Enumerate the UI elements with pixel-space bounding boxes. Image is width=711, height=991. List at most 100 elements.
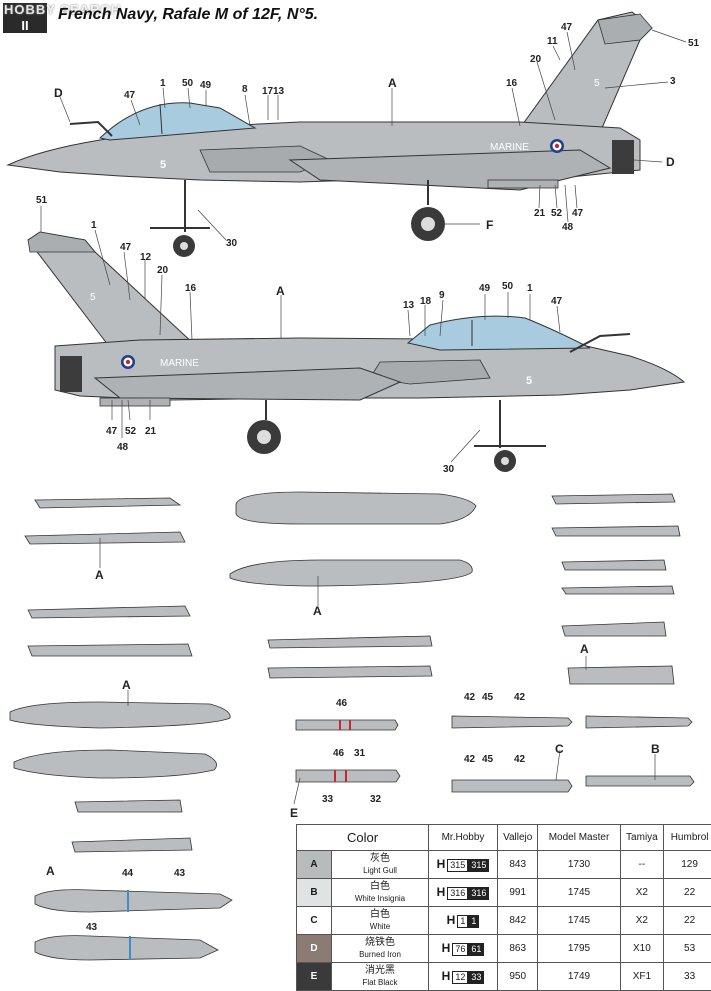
part-label: 33: [322, 794, 333, 805]
callout-label: D: [54, 86, 63, 100]
vallejo-code: 991: [498, 879, 538, 907]
callout-label: 8: [242, 84, 248, 95]
model-master-code: 1730: [538, 851, 620, 879]
part-label: A: [580, 642, 589, 656]
part-label: 45: [482, 692, 493, 703]
cruise-missile: [35, 890, 232, 912]
callout-label: 30: [226, 238, 237, 249]
callout-label: 16: [506, 78, 517, 89]
part-label: 43: [174, 868, 185, 879]
callout-label: 16: [185, 283, 196, 294]
vallejo-code: 863: [498, 935, 538, 963]
aircraft-top: MARINE 5 5: [8, 12, 652, 257]
callout-label: D: [666, 155, 675, 169]
part-label: B: [651, 742, 660, 756]
svg-text:5: 5: [90, 292, 96, 303]
callout-label: 21: [534, 208, 545, 219]
part-label: 32: [370, 794, 381, 805]
svg-text:5: 5: [160, 159, 166, 171]
column-header: Vallejo: [498, 825, 538, 851]
paint-color-table: Color Mr.Hobby Vallejo Model Master Tami…: [296, 824, 711, 991]
pylon-part: [28, 644, 192, 656]
pylon-part: [268, 666, 432, 678]
model-master-code: 1745: [538, 879, 620, 907]
column-header: Model Master: [538, 825, 620, 851]
callout-label: 20: [530, 54, 541, 65]
missile: [296, 770, 400, 782]
missile: [296, 720, 398, 730]
part-label: A: [95, 568, 104, 582]
callout-label: 11: [547, 36, 558, 47]
humbrol-code: 22: [664, 879, 711, 907]
callout-label: 20: [157, 265, 168, 276]
color-swatch: C: [297, 907, 332, 935]
model-master-code: 1745: [538, 907, 620, 935]
part-label: 42: [464, 754, 475, 765]
callout-label: 47: [120, 242, 131, 253]
part-label: E: [290, 806, 298, 820]
callout-label: 48: [562, 222, 573, 233]
part-label: 42: [514, 692, 525, 703]
table-header-row: Color Mr.Hobby Vallejo Model Master Tami…: [297, 825, 711, 851]
callout-label: F: [486, 218, 493, 232]
tamiya-code: XF1: [620, 963, 664, 991]
marine-marking-top: MARINE: [490, 142, 529, 153]
cruise-missile: [35, 936, 218, 960]
callout-label: A: [276, 284, 285, 298]
callout-label: 47: [124, 90, 135, 101]
vallejo-code: 842: [498, 907, 538, 935]
humbrol-code: 22: [664, 907, 711, 935]
pylon-part: [562, 586, 674, 594]
pylon-part: [552, 526, 680, 536]
part-label: 44: [122, 868, 133, 879]
part-label: 46: [336, 698, 347, 709]
part-label: 45: [482, 754, 493, 765]
missile: [452, 780, 572, 792]
tamiya-code: X10: [620, 935, 664, 963]
vallejo-code: 950: [498, 963, 538, 991]
callout-label: 30: [443, 464, 454, 475]
pylon-part: [562, 560, 666, 570]
callout-label: 1: [160, 78, 166, 89]
callout-label: 3: [670, 76, 676, 87]
callout-label: 49: [479, 283, 490, 294]
fuel-tank: [10, 702, 230, 728]
tamiya-code: --: [620, 851, 664, 879]
missile: [452, 716, 572, 728]
part-label: 43: [86, 922, 97, 933]
callout-label: 47: [551, 296, 562, 307]
callout-label: 21: [145, 426, 156, 437]
part-label: 42: [464, 692, 475, 703]
humbrol-code: 129: [664, 851, 711, 879]
color-swatch: B: [297, 879, 332, 907]
color-swatch: A: [297, 851, 332, 879]
fuel-tank: [14, 750, 217, 778]
callout-label: 49: [200, 80, 211, 91]
part-label: A: [122, 678, 131, 692]
callout-label: 47: [572, 208, 583, 219]
callout-label: 51: [688, 38, 699, 49]
pylon-part: [35, 498, 180, 508]
color-swatch: D: [297, 935, 332, 963]
column-header: Tamiya: [620, 825, 664, 851]
part-label: 46: [333, 748, 344, 759]
pylon-part: [72, 838, 192, 852]
column-header: Color: [297, 825, 429, 851]
missile: [586, 776, 694, 786]
missile: [586, 716, 692, 728]
part-label: 31: [354, 748, 365, 759]
part-label: 42: [514, 754, 525, 765]
callout-label: 52: [125, 426, 136, 437]
callout-label: 13: [403, 300, 414, 311]
